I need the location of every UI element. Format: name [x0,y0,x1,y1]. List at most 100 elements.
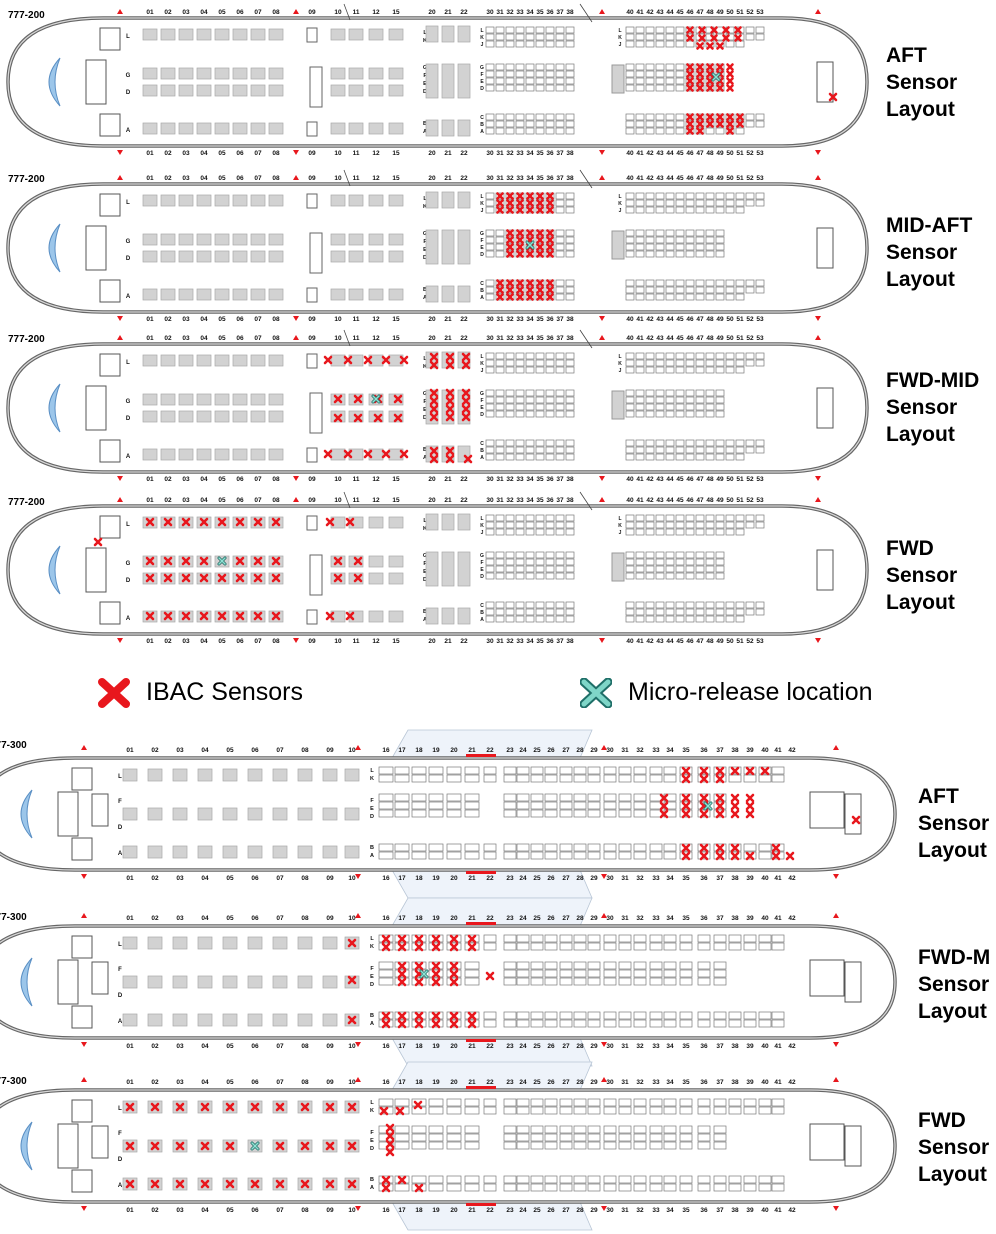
seat [555,389,565,397]
seat [715,389,725,397]
row-number: 18 [415,915,423,922]
exit-marker [833,913,839,918]
seat [425,285,439,303]
seat [675,250,685,258]
release-legend-icon [580,678,612,708]
seat [587,961,601,970]
sensor-mark [445,352,455,362]
seat [603,1106,617,1115]
seat-letter: L [126,522,130,528]
seat [675,127,685,135]
seat [322,845,338,859]
seat [603,942,617,951]
sensor-mark [449,977,459,987]
seat [214,393,230,406]
seat [743,942,757,951]
seat [625,127,635,135]
seat [685,439,695,447]
seat [705,608,715,616]
row-number: 16 [382,1079,390,1086]
seat [348,288,364,301]
row-number: 06 [236,9,244,16]
seat [441,119,455,137]
seat [555,192,565,200]
seat [649,1011,663,1020]
seat [697,1019,711,1028]
sensor-mark [681,774,691,784]
seat [247,768,263,782]
row-number: 40 [761,915,769,922]
sensor-mark [516,236,524,244]
seat [535,528,545,536]
seat [645,192,655,200]
seat [505,439,515,447]
seat [525,551,535,559]
seat [495,366,505,374]
row-number: 30 [606,1079,614,1086]
seat [505,26,515,34]
seat [679,1011,693,1020]
seat [495,608,505,616]
sensor-mark [397,942,407,952]
seat [516,1141,530,1150]
sensor-mark [345,517,355,527]
seat [555,403,565,411]
sensor-mark [726,120,734,128]
row-number: 02 [164,638,172,645]
seat [705,127,715,135]
row-number: 12 [372,150,380,157]
seat [535,396,545,404]
row-number: 33 [652,875,660,882]
seat [713,1098,727,1107]
row-number: 41 [774,1079,782,1086]
seat [222,975,238,989]
row-number: 41 [636,638,644,645]
sensor-mark [851,815,861,825]
seat [457,229,471,265]
seat [485,403,495,411]
row-number: 23 [506,875,514,882]
seat [495,236,505,244]
seat [665,26,675,34]
seat [755,446,765,454]
sensor-mark [734,34,742,42]
row-number: 41 [636,335,644,342]
seat [743,1106,757,1115]
seat [505,33,515,41]
seat [745,120,755,128]
seat [196,288,212,301]
sensor-mark [445,412,455,422]
row-number: 10 [334,638,342,645]
row-number: 07 [254,497,262,504]
seat [545,33,555,41]
row-number: 42 [646,175,654,182]
seat [675,84,685,92]
row-number: 07 [276,747,284,754]
seat [368,84,384,97]
row-number: 30 [486,497,494,504]
seat [565,601,575,609]
row-number: 33 [516,9,524,16]
seat [645,33,655,41]
seat [758,1098,772,1107]
seat [573,843,587,852]
seat [530,961,544,970]
seat [679,1175,693,1184]
seat [755,514,765,522]
sensor-mark [145,573,155,583]
row-number: 41 [636,9,644,16]
seat [268,288,284,301]
exit-marker [833,1077,839,1082]
seat [197,807,213,821]
lavatory [309,66,323,108]
seat [147,845,163,859]
exit-marker [599,638,605,643]
seat [565,366,575,374]
seat [178,122,194,135]
sensor-mark [150,1179,160,1189]
row-number: 38 [566,316,574,323]
seat [411,1175,427,1184]
row-number: 48 [706,335,714,342]
seat [330,28,346,41]
layout-title: FWD-M Sensor Layout [918,946,991,1023]
